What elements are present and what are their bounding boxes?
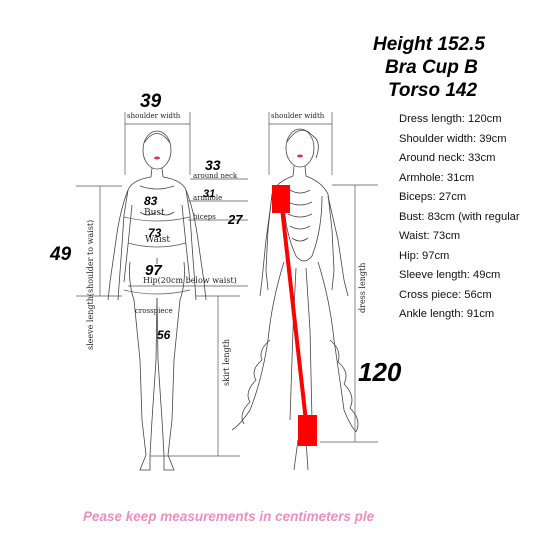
spec-bust: Bust: 83cm (with regular: [399, 211, 520, 223]
value-hip: 97: [145, 262, 162, 279]
spec-ankle-length: Ankle length: 91cm: [399, 308, 495, 320]
value-neck: 33: [205, 157, 221, 173]
height-label: Height 152.5: [373, 34, 485, 55]
spec-biceps: Biceps: 27cm: [399, 191, 467, 203]
value-sleeve: 49: [50, 244, 72, 265]
spec-shoulder-width: Shoulder width: 39cm: [399, 133, 507, 145]
value-dress: 120: [358, 357, 402, 387]
marker-line: [279, 198, 309, 431]
armhole-label: armhole: [193, 194, 223, 202]
spec-waist: Waist: 73cm: [399, 230, 461, 242]
spec-hip: Hip: 97cm: [399, 250, 450, 262]
bra-cup-label: Bra Cup B: [385, 57, 478, 78]
torso-label: Torso 142: [388, 80, 478, 101]
marker-bottom: [298, 415, 317, 446]
spec-armhole: Armhole: 31cm: [399, 172, 475, 184]
spec-around-neck: Around neck: 33cm: [399, 152, 496, 164]
right-shoulder-width-label: shoulder width: [271, 112, 325, 120]
value-armhole: 31: [203, 188, 216, 200]
skirt-length-label: skirt length: [222, 338, 231, 386]
dress-length-label: dress length: [358, 262, 367, 313]
sleeve-length-label: sleeve length(shoulder to waist): [86, 219, 95, 350]
footer-note: Pease keep measurements in centimeters p…: [83, 509, 375, 524]
around-neck-label: around neck: [193, 172, 238, 180]
spec-sleeve-length: Sleeve length: 49cm: [399, 269, 501, 281]
biceps-label: biceps: [193, 213, 216, 221]
crosspiece-label: crosspiece: [135, 307, 173, 315]
spec-cross-piece: Cross piece: 56cm: [399, 289, 492, 301]
value-waist: 73: [148, 226, 162, 240]
value-bust: 83: [144, 194, 158, 208]
value-shoulder: 39: [140, 91, 162, 112]
bust-label: Bust: [144, 208, 165, 218]
waist-label: Waist: [145, 235, 170, 245]
hip-label: Hip(20cm below waist): [143, 276, 237, 285]
value-crosspiece: 56: [157, 328, 171, 342]
value-biceps: 27: [228, 212, 243, 227]
left-shoulder-width-label: shoulder width: [127, 112, 181, 120]
spec-dress-length: Dress length: 120cm: [399, 113, 502, 125]
